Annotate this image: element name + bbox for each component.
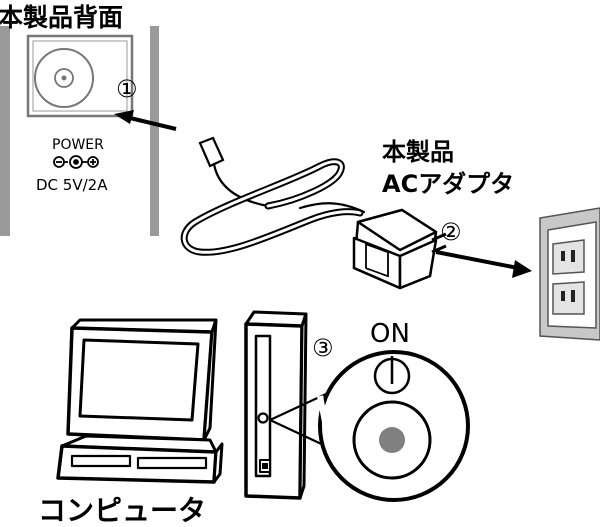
dc-spec: DC 5V/2A xyxy=(36,176,108,194)
step-2-marker: ② xyxy=(440,218,462,246)
power-label: POWER xyxy=(52,137,104,153)
step-3-marker: ③ xyxy=(312,334,334,362)
adapter-label-line1: 本製品 xyxy=(382,138,454,166)
adapter-cable xyxy=(180,136,366,256)
arrow-step-1 xyxy=(114,110,177,131)
step-1-marker: ① xyxy=(116,75,138,103)
power-connector-icon xyxy=(26,34,134,118)
on-label: ON xyxy=(370,319,410,349)
computer-label: コンピュータ xyxy=(38,494,206,527)
ac-adapter-icon xyxy=(352,208,447,290)
wall-outlet-icon xyxy=(539,207,600,341)
arrow-step-2 xyxy=(435,250,532,278)
rear-panel xyxy=(0,26,159,236)
pc-tower-icon xyxy=(244,310,308,500)
computer-icon xyxy=(56,318,224,484)
power-button-icon[interactable] xyxy=(352,356,432,480)
polarity-icon xyxy=(53,155,99,169)
rear-title: 本製品背面 xyxy=(0,3,123,32)
adapter-label-line2: ACアダプタ xyxy=(382,170,514,198)
